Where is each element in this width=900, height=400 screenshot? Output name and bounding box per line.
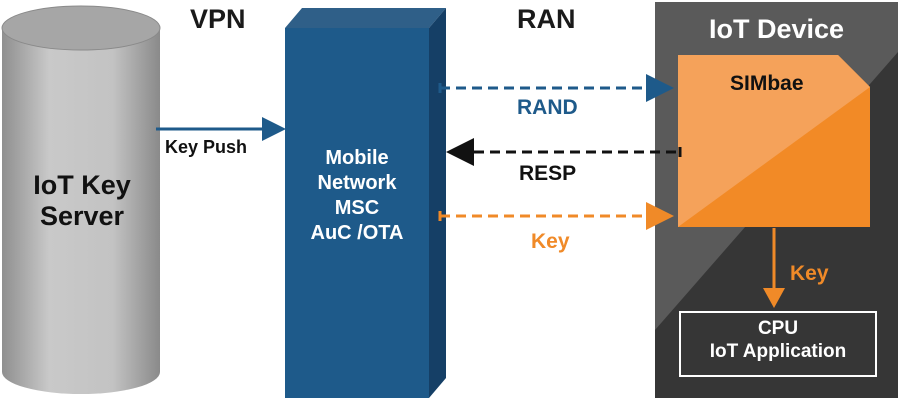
cpu-label: CPU IoT Application — [680, 318, 876, 364]
key-push-label: Key Push — [165, 137, 248, 157]
network-label-line1: Mobile — [325, 147, 389, 169]
mobile-network-box — [285, 8, 446, 398]
iot-key-server-label: IoT Key Server — [2, 170, 162, 232]
key-push-arrow — [156, 117, 286, 141]
server-label-line2: Server — [39, 201, 125, 232]
cpu-label-line1: CPU — [757, 318, 799, 339]
iot-key-server-cylinder — [1, 5, 161, 394]
simbae-label: SIMbae — [730, 72, 804, 95]
ran-header: RAN — [517, 4, 576, 34]
mobile-network-label: Mobile Network MSC AuC /OTA — [287, 146, 427, 246]
key-to-cpu-label: Key — [790, 262, 829, 285]
cpu-label-line2: IoT Application — [709, 340, 847, 362]
resp-arrow — [446, 138, 682, 166]
key-to-cpu-arrow — [763, 228, 785, 308]
network-label-line3: MSC — [334, 197, 380, 219]
network-box-side — [429, 8, 446, 398]
iot-device-title: IoT Device — [708, 14, 845, 44]
cpu-box — [679, 311, 877, 377]
network-box-front — [285, 28, 429, 398]
key-to-sim-label: Key — [531, 230, 570, 253]
simbae-chip — [678, 55, 870, 227]
network-box-top — [285, 8, 446, 28]
rand-label: RAND — [517, 96, 578, 119]
network-label-line2: Network — [317, 172, 397, 194]
vpn-header: VPN — [190, 4, 246, 34]
key-to-sim-arrow — [438, 202, 674, 230]
network-label-line4: AuC /OTA — [310, 222, 404, 244]
server-label-line1: IoT Key — [33, 170, 131, 200]
rand-arrow — [438, 74, 674, 102]
resp-label: RESP — [519, 162, 577, 185]
